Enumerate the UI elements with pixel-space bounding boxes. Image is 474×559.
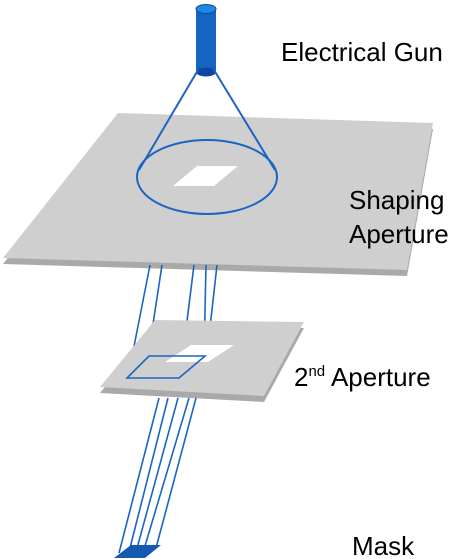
shaping-hole: [173, 166, 238, 186]
cone-left-edge: [138, 69, 199, 171]
shaping-aperture-plate: [3, 113, 433, 276]
gun-bottom: [196, 67, 216, 77]
beam-spot-ellipse: [136, 139, 278, 215]
lower-beam-line: [135, 397, 179, 553]
shaping-plate-top: [3, 113, 433, 270]
label-electrical-gun: Electrical Gun: [281, 37, 443, 67]
cone-right-edge: [213, 69, 276, 171]
label-shaping: Shaping: [349, 185, 444, 215]
label-second-sup: nd: [308, 363, 325, 380]
electrical-gun: [195, 4, 217, 77]
label-second-rest: Aperture: [325, 362, 431, 392]
lower-beam-line: [118, 397, 160, 554]
beam-cone: [136, 69, 278, 215]
gun-top: [195, 4, 217, 14]
label-aperture: Aperture: [349, 219, 449, 249]
label-second-aperture: 2nd Aperture: [294, 362, 431, 392]
second-aperture-plate: [100, 320, 304, 402]
second-hole: [165, 345, 234, 362]
lower-beam-line: [144, 397, 190, 547]
gun-body: [196, 9, 216, 72]
projected-shape: [125, 355, 208, 379]
shaped-beam-lower: [118, 397, 197, 554]
projected-parallelogram: [125, 355, 208, 379]
mask-exposure-shape: [114, 545, 161, 558]
label-mask: Mask: [352, 531, 415, 559]
lower-beam-line: [155, 397, 197, 549]
label-second-num: 2: [294, 362, 308, 392]
lower-beam-line: [128, 397, 169, 553]
